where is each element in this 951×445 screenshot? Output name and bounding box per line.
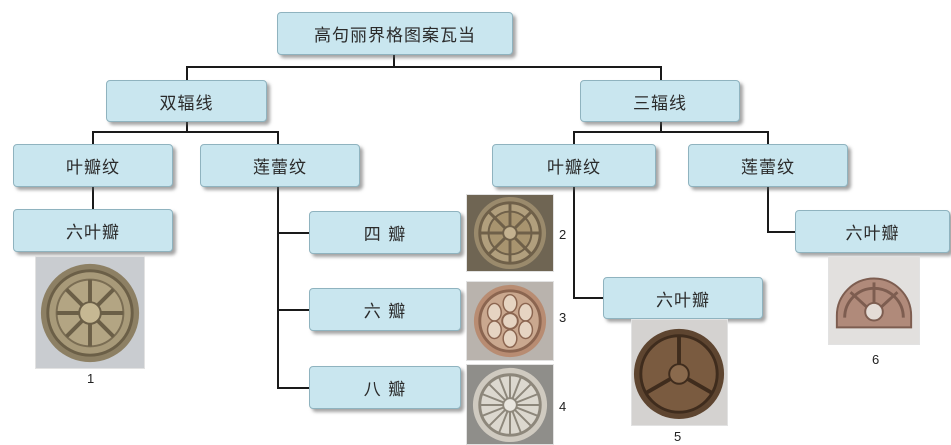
- connector: [767, 187, 769, 232]
- figure-number-3: 3: [559, 310, 567, 325]
- category-node-leaf-petal: 叶瓣纹: [13, 144, 173, 187]
- connector: [573, 131, 575, 144]
- connector: [767, 131, 769, 144]
- connector: [573, 187, 575, 298]
- figure-number-6: 6: [872, 352, 880, 367]
- connector: [573, 131, 768, 133]
- type-node-eight-petal: 八 瓣: [309, 366, 461, 409]
- type-node-six-petal: 六 瓣: [309, 288, 461, 331]
- roof-tile-photo-6: [828, 256, 920, 345]
- connector: [767, 231, 795, 233]
- roof-tile-photo-4: [466, 364, 554, 445]
- connector: [393, 54, 395, 67]
- category-node-lotus-bud: 莲蕾纹: [200, 144, 360, 187]
- roof-tile-photo-3: [466, 281, 554, 361]
- branch-node-double-spoke: 双辐线: [106, 80, 267, 122]
- type-node-six-leaf: 六叶瓣: [795, 210, 950, 253]
- connector: [277, 187, 279, 388]
- figure-number-2: 2: [559, 227, 567, 242]
- roof-tile-photo-1: [35, 256, 145, 369]
- connector: [186, 121, 188, 132]
- roof-tile-photo-5: [631, 319, 728, 426]
- root-node: 高句丽界格图案瓦当: [277, 12, 513, 55]
- roof-tile-photo-2: [466, 194, 554, 272]
- connector: [573, 297, 603, 299]
- figure-number-4: 4: [559, 399, 567, 414]
- category-node-lotus-bud: 莲蕾纹: [688, 144, 848, 187]
- branch-node-triple-spoke: 三辐线: [580, 80, 740, 122]
- connector: [186, 66, 661, 68]
- category-node-leaf-petal: 叶瓣纹: [492, 144, 656, 187]
- connector: [660, 66, 662, 80]
- connector: [277, 387, 309, 389]
- connector: [277, 131, 279, 144]
- type-node-four-petal: 四 瓣: [309, 211, 461, 254]
- connector: [92, 187, 94, 209]
- type-node-six-leaf: 六叶瓣: [603, 277, 763, 319]
- connector: [277, 309, 309, 311]
- connector: [92, 131, 278, 133]
- connector: [660, 121, 662, 132]
- connector: [277, 232, 309, 234]
- connector: [186, 66, 188, 80]
- connector: [92, 131, 94, 144]
- figure-number-1: 1: [87, 371, 95, 386]
- figure-number-5: 5: [674, 429, 682, 444]
- type-node-six-leaf: 六叶瓣: [13, 209, 173, 252]
